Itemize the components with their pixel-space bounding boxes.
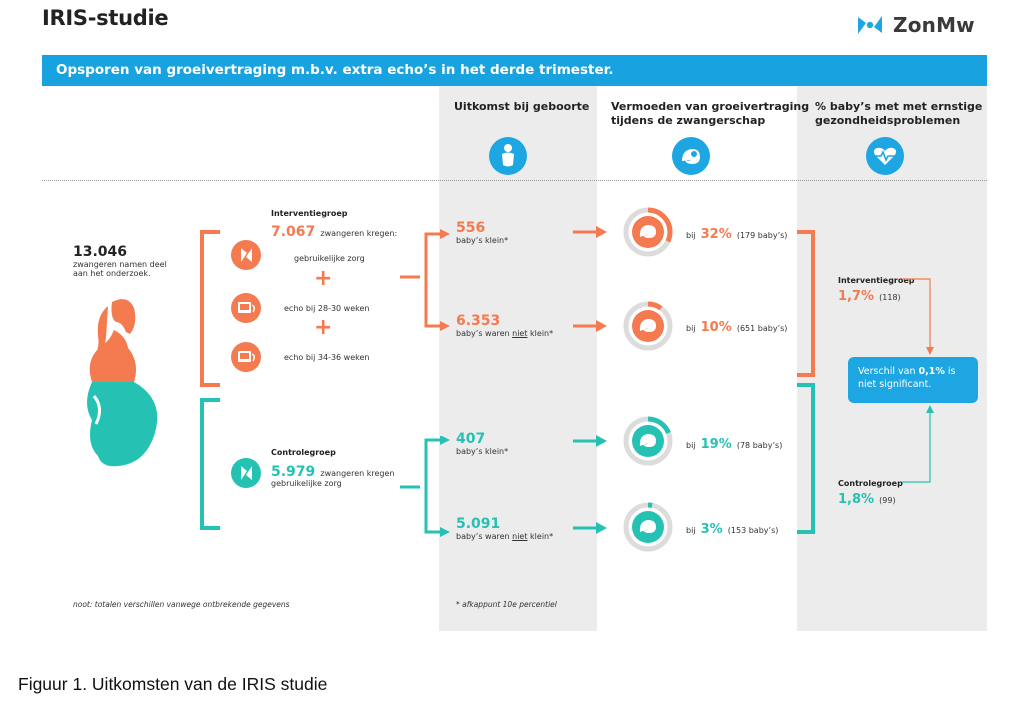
total-block: 13.046 zwangeren namen deel aan het onde… xyxy=(73,244,167,278)
column-header-suspicion-line1: Vermoeden van groeivertraging xyxy=(611,100,810,113)
control-small-count: 407 xyxy=(456,431,486,447)
health-intervention-n: (118) xyxy=(879,293,901,302)
difference-line1: Verschil van 0,1% is xyxy=(858,366,956,377)
ring-progress xyxy=(623,502,673,552)
health-control-label: Controlegroep xyxy=(838,479,903,488)
ring-progress xyxy=(623,207,673,257)
control-count-line: 5.979 zwangeren kregen xyxy=(271,461,395,480)
intervention-not-small-count: 6.353 xyxy=(456,313,501,329)
difference-connectors xyxy=(902,278,934,483)
column-header-health-line2: gezondheidsproblemen xyxy=(815,114,961,127)
fetus-icon xyxy=(639,434,656,447)
ring-intervention-not-small xyxy=(623,301,673,351)
suspect-intervention-not-small-pct: 10% xyxy=(700,320,732,335)
control-split-connector xyxy=(400,436,450,537)
ring-control-not-small xyxy=(623,502,673,552)
control-count: 5.979 xyxy=(271,464,316,480)
health-control: Controlegroep 1,8% (99) xyxy=(838,479,903,507)
column-header-outcome: Uitkomst bij geboorte xyxy=(454,100,590,113)
logo-text: ZonMw xyxy=(893,13,975,37)
intervention-label: Interventiegroep xyxy=(271,209,348,218)
arrow-intervention-small xyxy=(573,226,607,238)
total-text-line1: zwangeren namen deel xyxy=(73,260,167,269)
baby-birth-icon xyxy=(489,137,527,175)
suspect-intervention-small-pct: 32% xyxy=(700,227,732,242)
suspect-control-small-pct: 19% xyxy=(700,437,732,452)
dotted-divider xyxy=(42,180,987,181)
page-title: IRIS-studie xyxy=(42,6,169,30)
usual-care-icon xyxy=(231,240,261,270)
control-label: Controlegroep xyxy=(271,448,336,457)
zonmw-logo: ZonMw xyxy=(855,12,975,38)
pregnant-woman-icon xyxy=(87,299,158,467)
column-header-suspicion: Vermoeden van groeivertraging tijdens de… xyxy=(611,100,809,128)
suspect-control-not-small-pct: 3% xyxy=(700,522,723,537)
difference-box: Verschil van 0,1% is niet significant. xyxy=(848,357,978,403)
arrow-control-small xyxy=(573,435,607,447)
control-small-text: baby’s klein* xyxy=(456,447,509,456)
intervention-count-line: 7.067 zwangeren kregen: xyxy=(271,221,397,240)
plus-sign-2: + xyxy=(314,315,333,340)
control-health-bracket xyxy=(797,383,815,534)
fetus-icon xyxy=(639,520,656,533)
column-header-health-line1: % baby’s met met ernstige xyxy=(815,100,983,113)
intervention-count: 7.067 xyxy=(271,224,316,240)
intervention-bracket xyxy=(200,230,220,387)
health-control-n: (99) xyxy=(879,496,896,505)
health-intervention-pct: 1,7% xyxy=(838,289,875,304)
note-missing-data: noot: totalen verschillen vanwege ontbre… xyxy=(73,600,290,609)
suspect-control-small: bij 19% (78 baby’s) xyxy=(686,437,783,452)
control-not-small-outcome: 5.091 baby’s waren niet klein* xyxy=(456,516,553,541)
arrow-control-not-small xyxy=(573,522,607,534)
control-small-outcome: 407 baby’s klein* xyxy=(456,431,508,456)
banner-title: Opsporen van groeivertraging m.b.v. extr… xyxy=(42,55,987,86)
health-control-pct: 1,8% xyxy=(838,492,875,507)
intervention-split-connector xyxy=(400,229,450,331)
ring-progress xyxy=(623,416,673,466)
suspect-intervention-not-small: bij 10% (651 baby’s) xyxy=(686,320,788,335)
total-number: 13.046 xyxy=(73,244,128,260)
intervention-small-count: 556 xyxy=(456,220,486,236)
column-header-health: % baby’s met met ernstige gezondheidspro… xyxy=(815,100,982,128)
intervention-item-echo-34-36: echo bij 34-36 weken xyxy=(284,353,370,362)
health-intervention-label: Interventiegroep xyxy=(838,276,915,285)
intervention-not-small-outcome: 6.353 baby’s waren niet klein* xyxy=(456,313,553,338)
intervention-item-echo-28-30: echo bij 28-30 weken xyxy=(284,304,370,313)
fetus-icon xyxy=(672,137,710,175)
intervention-not-small-text: baby’s waren niet klein* xyxy=(456,329,554,338)
intervention-small-text: baby’s klein* xyxy=(456,236,509,245)
column-outcome-background xyxy=(439,86,597,631)
control-usual-care-icon xyxy=(231,458,261,488)
zonmw-logo-icon xyxy=(858,16,882,34)
suspect-intervention-small: bij 32% (179 baby’s) xyxy=(686,227,788,242)
intervention-small-outcome: 556 baby’s klein* xyxy=(456,220,508,245)
intervention-item-usual-care: gebruikelijke zorg xyxy=(294,254,365,263)
fetus-icon xyxy=(639,319,656,332)
fetus-icon xyxy=(639,225,656,238)
control-count-text: zwangeren kregen xyxy=(320,469,395,478)
control-item-usual-care: gebruikelijke zorg xyxy=(271,479,342,488)
difference-value: 0,1% xyxy=(918,366,945,377)
ultrasound-icon-2 xyxy=(231,342,261,372)
ring-intervention-small xyxy=(623,207,673,257)
suspect-control-not-small: bij 3% (153 baby’s) xyxy=(686,522,779,537)
figure-caption: Figuur 1. Uitkomsten van de IRIS studie xyxy=(18,674,328,694)
heart-health-icon xyxy=(866,137,904,175)
difference-line2: niet significant. xyxy=(858,379,932,390)
ring-control-small xyxy=(623,416,673,466)
intervention-count-text: zwangeren kregen: xyxy=(320,229,398,238)
control-not-small-text: baby’s waren niet klein* xyxy=(456,532,554,541)
column-header-suspicion-line2: tijdens de zwangerschap xyxy=(611,114,766,127)
control-not-small-count: 5.091 xyxy=(456,516,501,532)
intervention-health-bracket xyxy=(797,230,815,377)
health-intervention: Interventiegroep 1,7% (118) xyxy=(838,276,915,304)
ring-progress xyxy=(623,301,673,351)
ultrasound-icon-1 xyxy=(231,293,261,323)
arrow-intervention-not-small xyxy=(573,320,607,332)
total-text-line2: aan het onderzoek. xyxy=(73,269,151,278)
control-bracket xyxy=(200,398,220,530)
plus-sign-1: + xyxy=(314,266,333,291)
note-percentile: * afkappunt 10e percentiel xyxy=(456,600,557,609)
